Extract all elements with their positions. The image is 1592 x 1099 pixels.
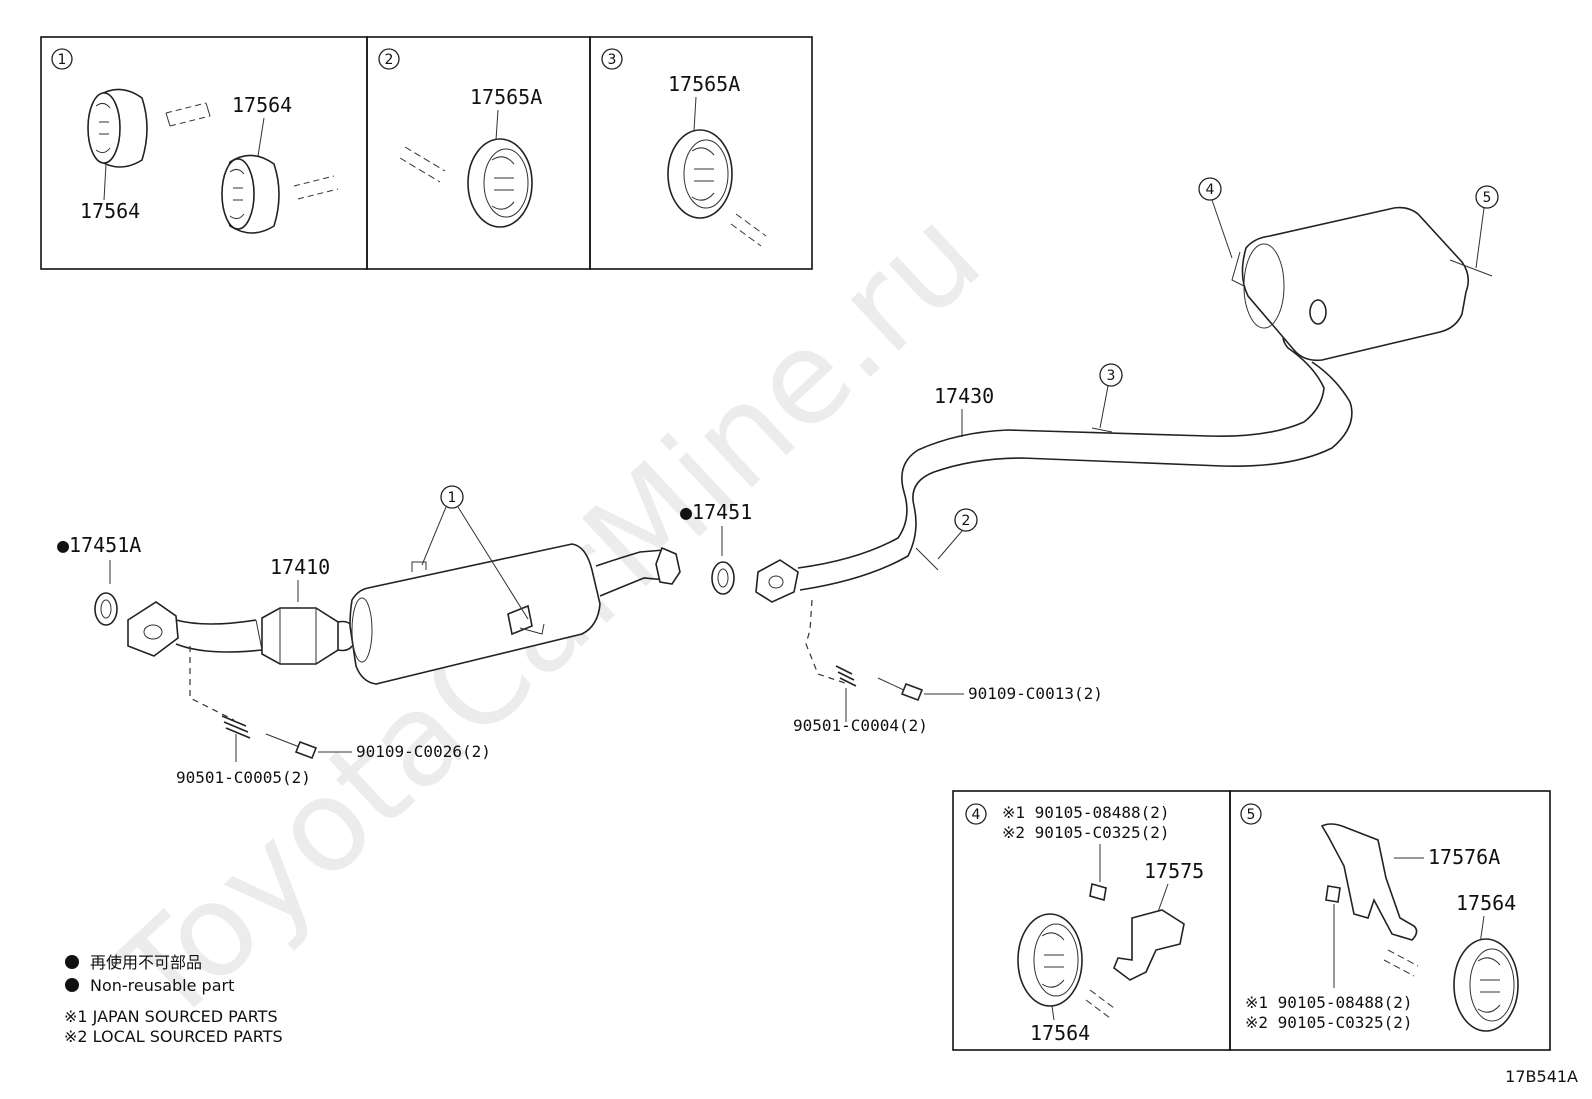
svg-text:17565A: 17565A xyxy=(470,85,542,109)
detail-box-5: 5 17576A 17564 ※1 90105-08488(2) ※2 9010… xyxy=(1229,790,1551,1051)
svg-text:3: 3 xyxy=(608,52,617,68)
svg-text:17576A: 17576A xyxy=(1428,845,1500,869)
svg-text:90109-C0026(2): 90109-C0026(2) xyxy=(356,742,491,761)
svg-text:5: 5 xyxy=(1247,807,1256,823)
svg-text:17564: 17564 xyxy=(232,93,292,117)
svg-text:17564: 17564 xyxy=(1456,891,1516,915)
svg-text:1: 1 xyxy=(448,490,457,506)
svg-text:2: 2 xyxy=(962,513,971,529)
rubber-hanger-icon xyxy=(87,88,148,168)
rubber-hanger-icon xyxy=(221,154,280,234)
callout-1: 1 xyxy=(421,485,529,620)
svg-text:3: 3 xyxy=(1107,368,1116,384)
bracket-icon xyxy=(1320,823,1418,941)
svg-text:4: 4 xyxy=(972,807,981,823)
gasket-front: ●17451A xyxy=(57,533,141,626)
detail-box-1: 1 17564 17564 xyxy=(40,36,368,270)
svg-text:17564: 17564 xyxy=(1030,1021,1090,1045)
svg-text:17565A: 17565A xyxy=(668,72,740,96)
callout-3: 3 xyxy=(1099,363,1123,429)
detail-box-4: 4 ※1 90105-08488(2) ※2 90105-C0325(2) 17… xyxy=(952,790,1231,1051)
svg-text:Non-reusable part: Non-reusable part xyxy=(90,976,234,995)
detail-box-3: 3 17565A xyxy=(589,36,813,270)
svg-text:※2 LOCAL SOURCED PARTS: ※2 LOCAL SOURCED PARTS xyxy=(64,1027,283,1046)
svg-text:※1 90105-08488(2): ※1 90105-08488(2) xyxy=(1002,803,1170,822)
rubber-hanger-icon xyxy=(667,129,733,219)
svg-text:90109-C0013(2): 90109-C0013(2) xyxy=(968,684,1103,703)
svg-text:2: 2 xyxy=(385,52,394,68)
diagram-code: 17B541A xyxy=(1505,1067,1578,1086)
rubber-hanger-icon xyxy=(1017,913,1083,1007)
svg-text:17564: 17564 xyxy=(80,199,140,223)
svg-text:17430: 17430 xyxy=(934,384,994,408)
callout-5: 5 xyxy=(1475,185,1499,269)
svg-text:再使用不可部品: 再使用不可部品 xyxy=(90,953,202,972)
nonreusable-bullet-icon xyxy=(65,978,79,992)
svg-text:90501-C0005(2): 90501-C0005(2) xyxy=(176,768,311,787)
svg-text:5: 5 xyxy=(1483,190,1492,206)
svg-text:●17451A: ●17451A xyxy=(57,533,141,557)
detail-box-2: 2 17565A xyxy=(366,36,591,270)
svg-text:17575: 17575 xyxy=(1144,859,1204,883)
nonreusable-bullet-icon xyxy=(65,955,79,969)
callout-4: 4 xyxy=(1198,177,1233,259)
svg-text:※1 JAPAN SOURCED PARTS: ※1 JAPAN SOURCED PARTS xyxy=(64,1007,278,1026)
svg-text:1: 1 xyxy=(58,52,67,68)
svg-text:17410: 17410 xyxy=(270,555,330,579)
svg-text:●17451: ●17451 xyxy=(680,500,752,524)
svg-text:※2 90105-C0325(2): ※2 90105-C0325(2) xyxy=(1245,1013,1413,1032)
rubber-hanger-icon xyxy=(467,138,533,228)
tail-pipe-assembly: 17430 xyxy=(755,206,1493,603)
svg-text:※2 90105-C0325(2): ※2 90105-C0325(2) xyxy=(1002,823,1170,842)
rubber-hanger-icon xyxy=(1453,938,1519,1032)
gasket-mid: ●17451 xyxy=(680,500,752,595)
legend: 再使用不可部品 Non-reusable part ※1 JAPAN SOURC… xyxy=(64,953,283,1046)
svg-text:4: 4 xyxy=(1206,182,1215,198)
svg-text:90501-C0004(2): 90501-C0004(2) xyxy=(793,716,928,735)
callout-2: 2 xyxy=(915,508,978,571)
svg-text:※1 90105-08488(2): ※1 90105-08488(2) xyxy=(1245,993,1413,1012)
front-exhaust-pipe: 17410 xyxy=(127,543,681,685)
rear-fasteners: 90501-C0004(2) 90109-C0013(2) xyxy=(793,599,1103,735)
bracket-icon xyxy=(1113,909,1185,981)
front-fasteners: 90501-C0005(2) 90109-C0026(2) xyxy=(176,646,491,787)
